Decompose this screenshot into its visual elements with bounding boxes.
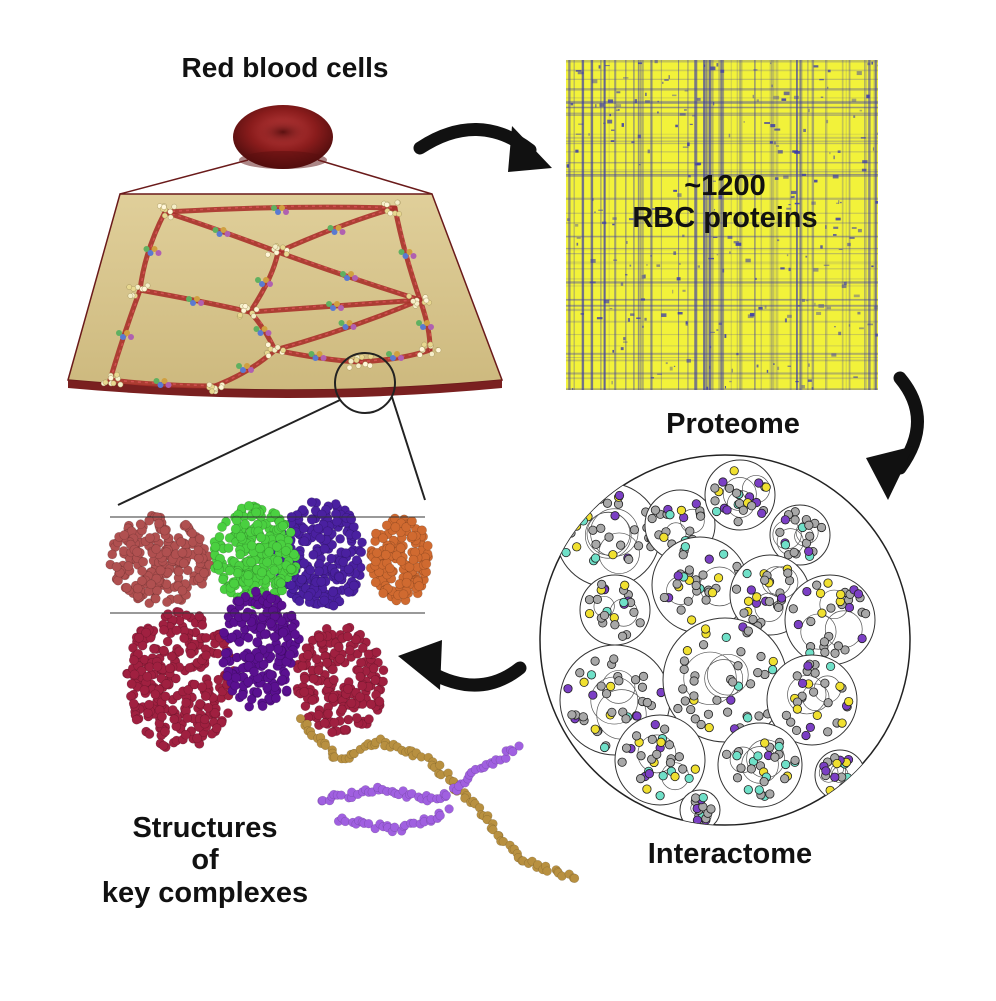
membrane-patch (67, 193, 504, 398)
zoom-line (317, 159, 433, 195)
label-proteome: Proteome (666, 408, 800, 440)
label-red-blood-cells: Red blood cells (181, 52, 389, 83)
zoom-circle (334, 352, 396, 414)
label-structures: Structures of key complexes (60, 812, 350, 909)
zoom-line (391, 396, 426, 501)
zoom-line (117, 399, 341, 506)
protein-structures (105, 497, 580, 883)
label-interactome: Interactome (647, 838, 813, 870)
spectrin-network (100, 199, 442, 395)
heatmap-text: RBC proteins (632, 202, 818, 235)
curved-arrow-icon (413, 123, 552, 172)
heatmap-caption: ~1200 RBC proteins (595, 170, 855, 235)
curved-arrow-icon (866, 371, 924, 500)
proteome-heatmap (566, 60, 878, 390)
interactome-circle-pack (539, 454, 911, 826)
red-blood-cell-icon (233, 105, 333, 169)
structures-line-2: of (191, 844, 219, 877)
structures-line-1: Structures (132, 812, 278, 844)
zoom-line (119, 159, 249, 195)
heatmap-count: ~1200 (684, 170, 766, 202)
curved-arrow-icon (398, 640, 527, 692)
structures-line-3: key complexes (101, 876, 309, 909)
